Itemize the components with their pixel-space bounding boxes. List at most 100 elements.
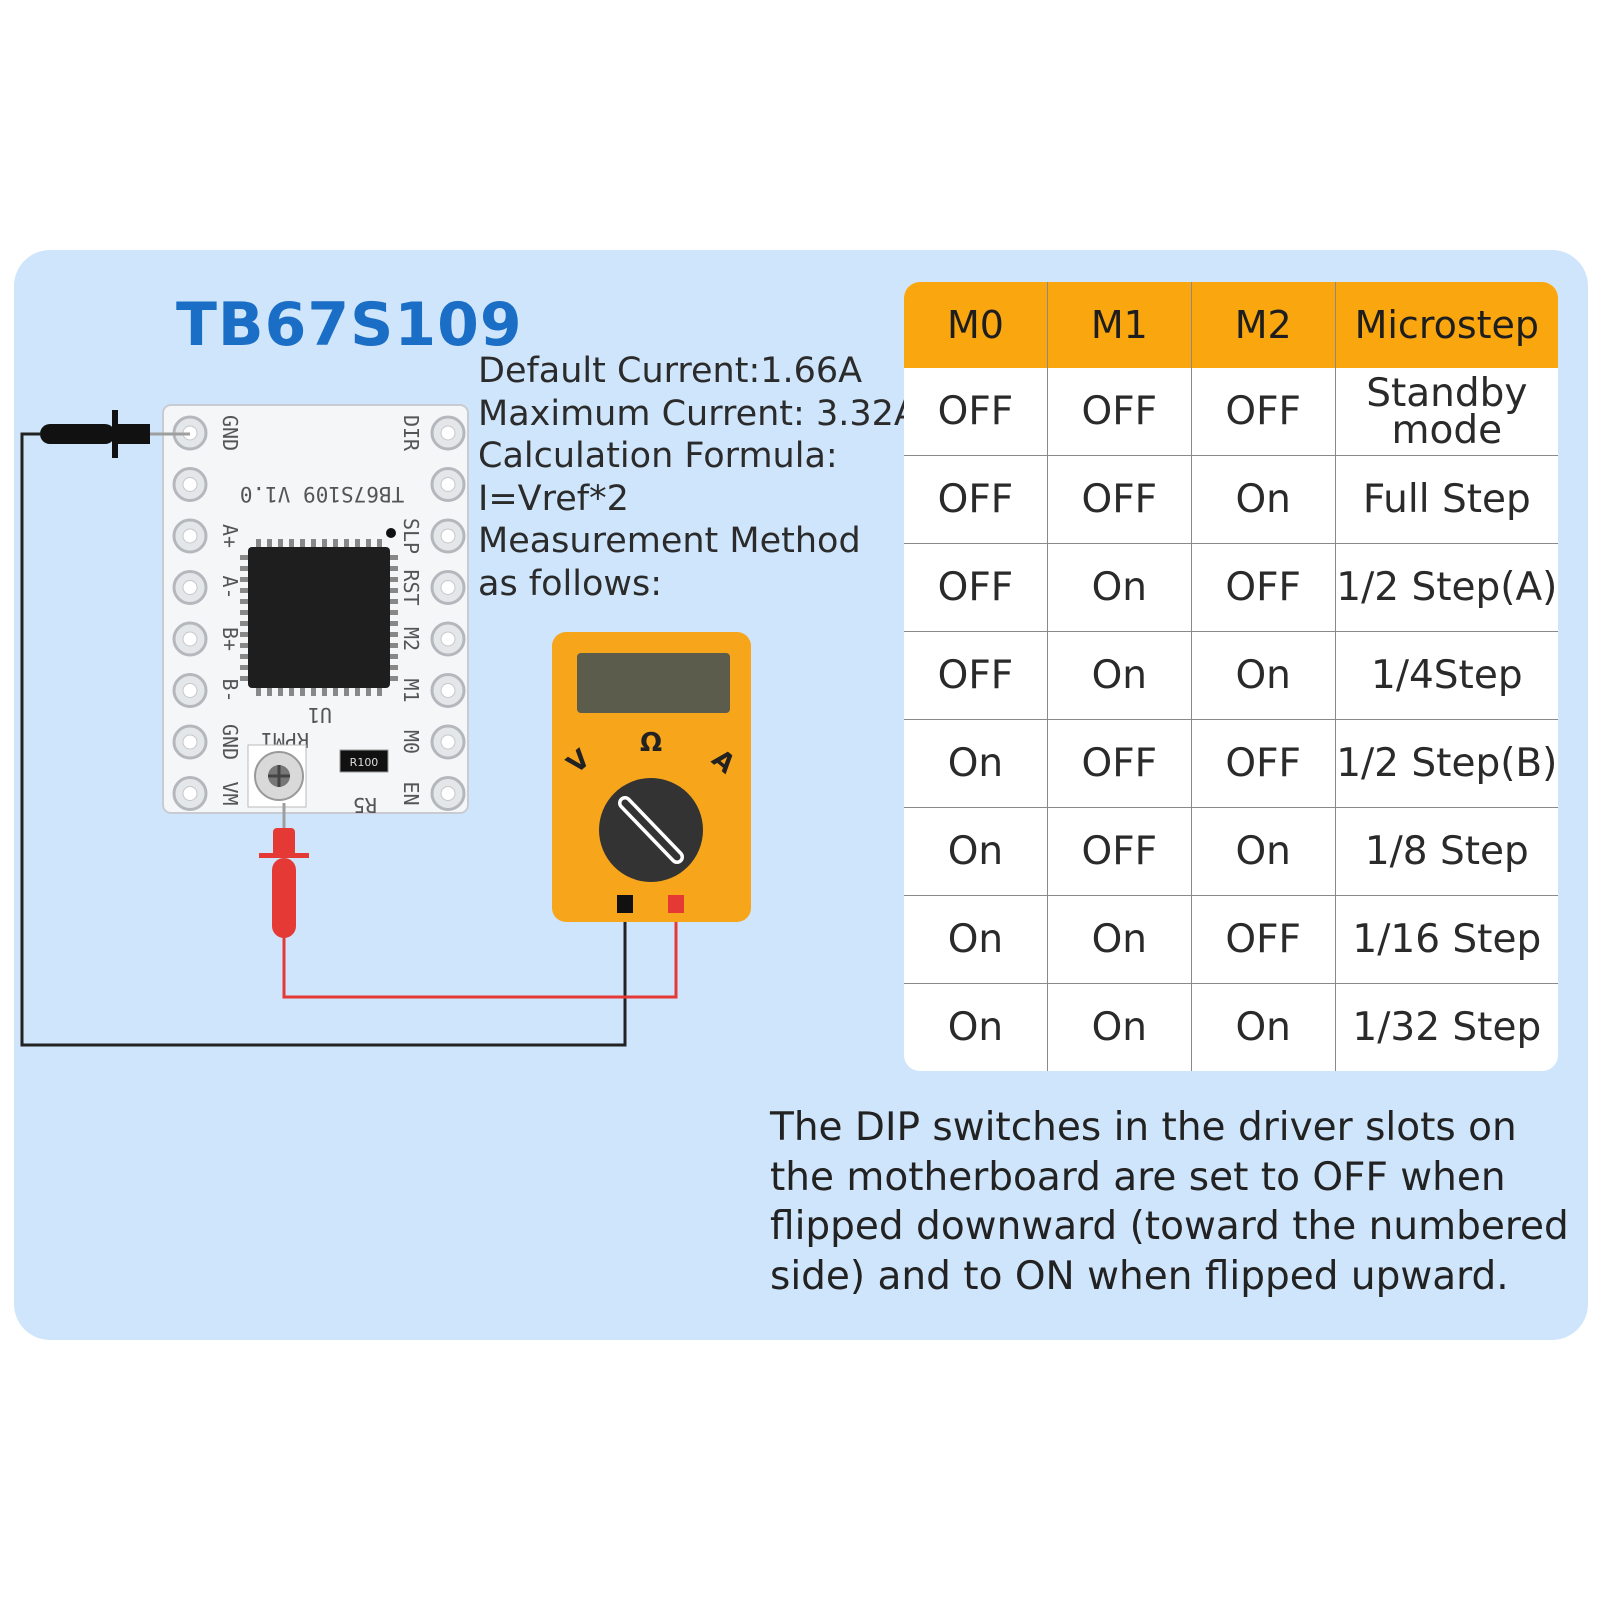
pin-label: VM xyxy=(218,781,242,805)
cell-m2: On xyxy=(1191,808,1336,896)
right-pin-pads xyxy=(430,415,466,811)
cell-microstep: 1/16 Step xyxy=(1335,896,1558,984)
chip-pin xyxy=(289,688,294,696)
pin-hole xyxy=(440,580,456,595)
pin-hole xyxy=(182,683,198,698)
pin-label: SLP xyxy=(399,518,423,554)
pin-hole xyxy=(182,734,198,750)
resistor xyxy=(339,749,389,773)
chip-pin xyxy=(278,539,283,547)
pin-label: RST xyxy=(399,569,423,605)
chip-pin xyxy=(240,643,248,648)
cell-microstep: Standby mode xyxy=(1335,368,1558,456)
cell-m0: On xyxy=(904,808,1048,896)
chip-pin xyxy=(322,688,327,696)
chip-pin xyxy=(240,577,248,582)
resistor-code: R100 xyxy=(350,756,379,769)
chip-pin xyxy=(256,539,261,547)
pin1-dot xyxy=(386,528,396,538)
cell-m1: OFF xyxy=(1047,720,1192,808)
chip-pin xyxy=(240,566,248,571)
pin-hole xyxy=(440,786,456,801)
chip-pin xyxy=(390,676,398,681)
pin-hole xyxy=(182,477,198,492)
cell-microstep: 1/4Step xyxy=(1335,632,1558,720)
chip-pin xyxy=(390,610,398,615)
pin-hole xyxy=(440,425,456,441)
chip-pin xyxy=(366,539,371,547)
pin-hole xyxy=(182,528,198,544)
chip-pin xyxy=(390,654,398,659)
chip-pin xyxy=(355,539,360,547)
cell-m1: OFF xyxy=(1047,456,1192,544)
chip-pin xyxy=(390,555,398,560)
chip-pin xyxy=(240,588,248,593)
cell-m1: On xyxy=(1047,896,1192,984)
pin-label: A- xyxy=(218,575,242,599)
red-wire xyxy=(282,905,678,999)
mode-ohm: Ω xyxy=(640,728,662,758)
spec-formula: I=Vref*2 xyxy=(478,478,629,519)
cell-m2: On xyxy=(1192,984,1336,1071)
chip-pin xyxy=(300,688,305,696)
microstep-table: M0 M1 M2 Microstep OFF OFF OFF Standby m… xyxy=(904,282,1558,1071)
pin-hole xyxy=(440,734,456,750)
chip-label: U1 xyxy=(308,703,332,727)
cell-m0: OFF xyxy=(904,632,1048,720)
board-silkscreen: TB67S109 V1.0 xyxy=(240,482,404,506)
spec-text: Default Current:1.66A Maximum Current: 3… xyxy=(478,350,918,605)
pin-label: GND xyxy=(218,724,242,760)
chip-pin xyxy=(240,555,248,560)
chip-pin xyxy=(390,566,398,571)
chip-pin xyxy=(278,688,283,696)
chip-pin xyxy=(240,599,248,604)
table-row: On OFF On 1/8 Step xyxy=(904,808,1558,896)
table-row: OFF On OFF 1/2 Step(A) xyxy=(904,544,1558,632)
left-pin-pads xyxy=(172,415,208,811)
cell-m0: On xyxy=(904,984,1048,1071)
potentiometer xyxy=(247,744,307,808)
chip-pin xyxy=(333,688,338,696)
chip-pin xyxy=(366,688,371,696)
spec-maximum-current: Maximum Current: 3.32A xyxy=(478,393,918,434)
table-row: OFF OFF On Full Step xyxy=(904,456,1558,544)
table-header-row: M0 M1 M2 Microstep xyxy=(904,282,1558,368)
pin-label: M2 xyxy=(399,627,423,651)
page-title: TB67S109 xyxy=(176,290,523,360)
cell-m1: On xyxy=(1047,544,1192,632)
pin-hole xyxy=(440,477,456,492)
header-m0: M0 xyxy=(904,282,1048,368)
chip-pin xyxy=(300,539,305,547)
chip-pin xyxy=(390,643,398,648)
cell-m0: OFF xyxy=(904,544,1048,632)
pin-label: B- xyxy=(218,678,242,702)
multimeter-display xyxy=(577,653,730,713)
cell-m2: On xyxy=(1191,632,1336,720)
table-row: On OFF OFF 1/2 Step(B) xyxy=(904,720,1558,808)
chip-pin xyxy=(333,539,338,547)
table-row: OFF On On 1/4Step xyxy=(904,632,1558,720)
chip-pin xyxy=(240,610,248,615)
pin-label: EN xyxy=(399,781,423,805)
chip-pin xyxy=(390,665,398,670)
chip-pin xyxy=(390,577,398,582)
pin-label: GND xyxy=(218,415,242,451)
red-jack xyxy=(668,895,684,913)
table-row: On On OFF 1/16 Step xyxy=(904,896,1558,984)
chip-pin xyxy=(240,676,248,681)
cell-m1: On xyxy=(1048,984,1192,1071)
chip-pin xyxy=(390,621,398,626)
chip-pin xyxy=(355,688,360,696)
cell-m0: On xyxy=(904,896,1048,984)
cell-m2: OFF xyxy=(1191,896,1336,984)
cell-m2: OFF xyxy=(1191,368,1336,456)
chip-pin xyxy=(240,621,248,626)
cell-m2: On xyxy=(1191,456,1336,544)
pin-hole xyxy=(440,631,456,647)
pin-hole xyxy=(182,786,198,801)
pin-label: M0 xyxy=(399,730,423,754)
chip-pin xyxy=(240,665,248,670)
